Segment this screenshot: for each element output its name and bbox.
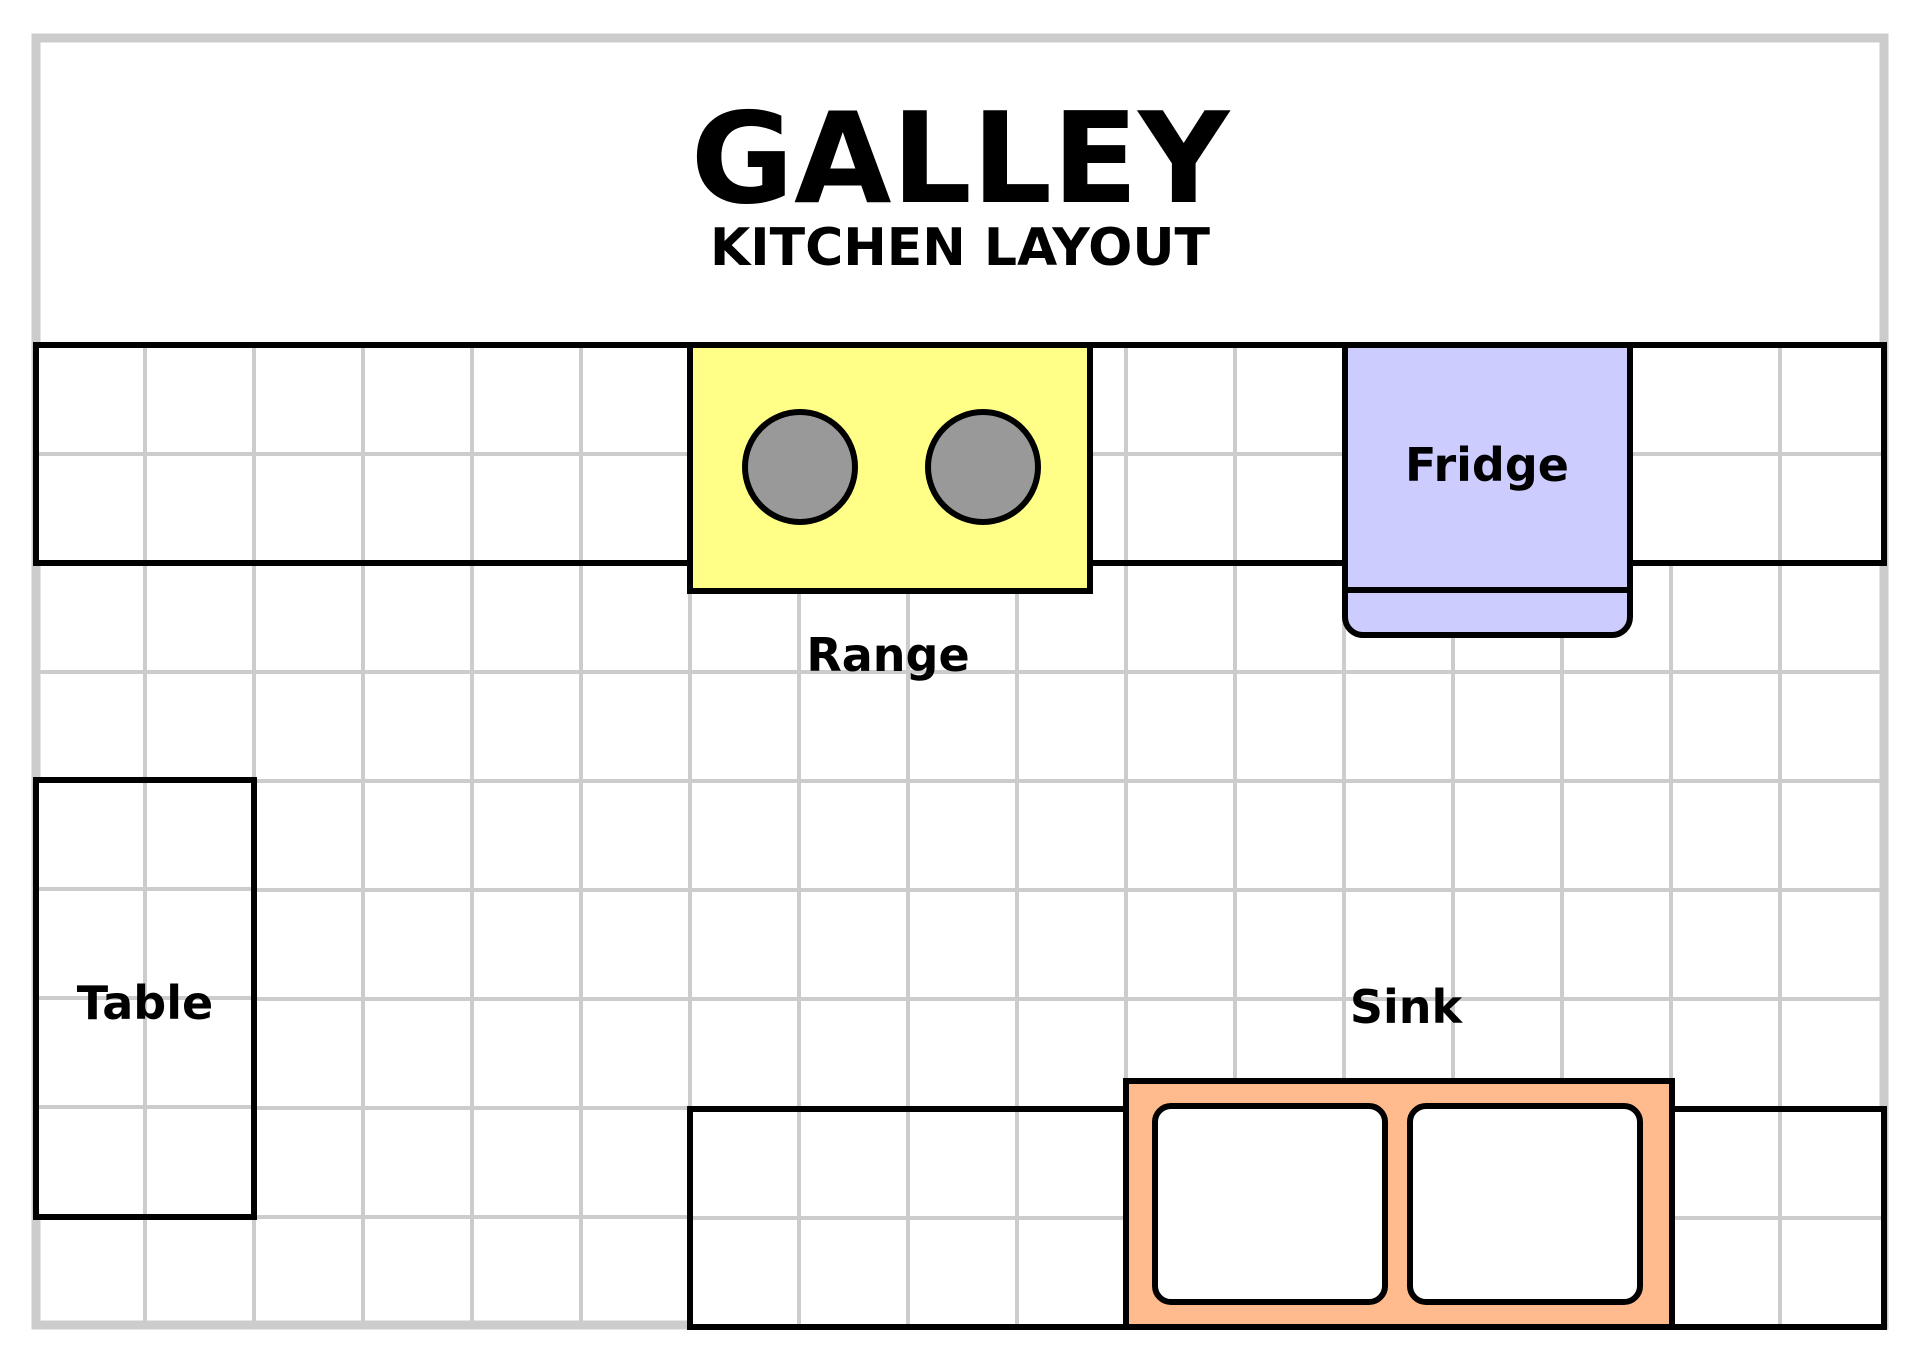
- sink-basin-right: [1407, 1103, 1643, 1305]
- page-subtitle: KITCHEN LAYOUT: [710, 218, 1211, 278]
- fridge-appliance: [1342, 342, 1633, 638]
- sink-fixture: [1123, 1078, 1675, 1330]
- fridge-label: Fridge: [1405, 438, 1569, 492]
- title-background: [41, 43, 1879, 343]
- page-title: GALLEY: [691, 85, 1232, 232]
- burner-right: [925, 409, 1041, 525]
- range-label: Range: [806, 628, 969, 682]
- sink-label: Sink: [1350, 980, 1464, 1034]
- dining-table: [33, 777, 257, 1220]
- table-label: Table: [77, 976, 213, 1030]
- sink-basin-left: [1152, 1103, 1388, 1305]
- range-appliance: [687, 342, 1093, 594]
- burner-left: [742, 409, 858, 525]
